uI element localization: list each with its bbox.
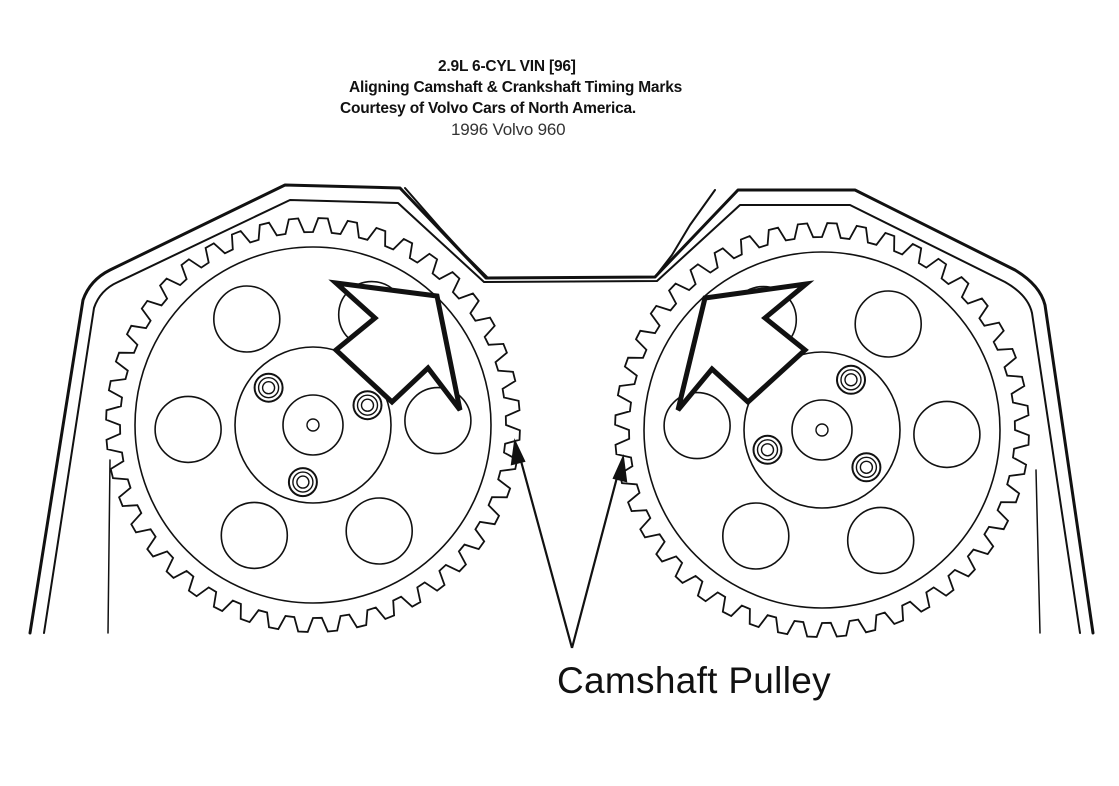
left-pulley-hub-bolt-icon [253, 372, 284, 403]
courtesy-credit: Courtesy of Volvo Cars of North America. [340, 100, 637, 117]
right-pulley-hub-bolt-icon [844, 373, 858, 387]
left-pulley-hub-bolt-icon [287, 467, 318, 498]
timing-cover-inner [43, 199, 1081, 634]
right-pulley-hub-bolt-icon [859, 460, 874, 474]
right-pulley-lightening-hole [721, 502, 790, 570]
vehicle-model: 1996 Volvo 960 [451, 120, 566, 139]
callout-leader-left [516, 449, 574, 649]
right-pulley-hub-bolt-icon [840, 369, 862, 391]
left-pulley-lightening-hole [154, 395, 222, 464]
right-pulley-lightening-hole [663, 391, 731, 460]
right-pulley-hub-bolt-icon [855, 456, 878, 478]
left-pulley-hub-bolt-icon [257, 377, 280, 399]
left-pulley-hub-bolt-icon [360, 398, 375, 412]
camshaft-pulley-label: Camshaft Pulley [557, 660, 831, 701]
left-pulley-hub-bolt-icon [292, 471, 314, 493]
right-pulley-hub [791, 399, 853, 461]
left-pulley-teeth [105, 217, 521, 633]
left-pulley-lightening-hole [220, 501, 289, 570]
left-pulley-lightening-hole [213, 285, 281, 353]
right-pulley-lightening-hole [854, 290, 923, 358]
right-pulley-hub-bolt-icon [756, 439, 779, 461]
belt-line-left [107, 459, 111, 634]
right-pulley-hub-bolt-icon [760, 443, 775, 457]
right-pulley-lightening-hole [913, 400, 981, 469]
belt-line-right [1035, 469, 1041, 634]
right-pulley-hub-ring [743, 351, 901, 509]
left-pulley-inner-rim [134, 246, 492, 604]
left-pulley-lightening-hole [345, 497, 414, 565]
right-timing-arrow-icon [675, 280, 815, 412]
callout-leader-right [570, 465, 622, 649]
left-pulley-hub [282, 394, 344, 456]
right-camshaft-pulley [614, 222, 1030, 638]
timing-cover-outer [28, 183, 1095, 635]
left-pulley-hub-bolt-icon [296, 475, 310, 489]
left-pulley-hub-ring [234, 346, 392, 504]
procedure-title: Aligning Camshaft & Crankshaft Timing Ma… [349, 79, 683, 96]
right-pulley-center-hole [815, 423, 829, 437]
left-timing-arrow-icon [328, 279, 463, 412]
left-pulley-lightening-hole [404, 386, 472, 455]
left-pulley-center-hole [306, 418, 320, 432]
callout-arrowhead-left-icon [510, 438, 526, 466]
left-camshaft-pulley [105, 217, 521, 633]
right-pulley-hub-bolt-icon [836, 364, 866, 395]
right-pulley-inner-rim [643, 251, 1001, 609]
right-pulley-lightening-hole [846, 506, 915, 575]
right-pulley-teeth [614, 222, 1030, 638]
callout-arrowhead-right-icon [612, 454, 628, 483]
left-pulley-hub-bolt-icon [352, 390, 383, 421]
right-pulley-hub-bolt-icon [752, 434, 783, 465]
left-pulley-hub-bolt-icon [356, 394, 379, 416]
right-pulley-hub-bolt-icon [851, 452, 882, 483]
left-pulley-hub-bolt-icon [261, 381, 276, 395]
cover-center-notch [404, 187, 716, 279]
engine-spec-title: 2.9L 6-CYL VIN [96] [438, 58, 576, 75]
